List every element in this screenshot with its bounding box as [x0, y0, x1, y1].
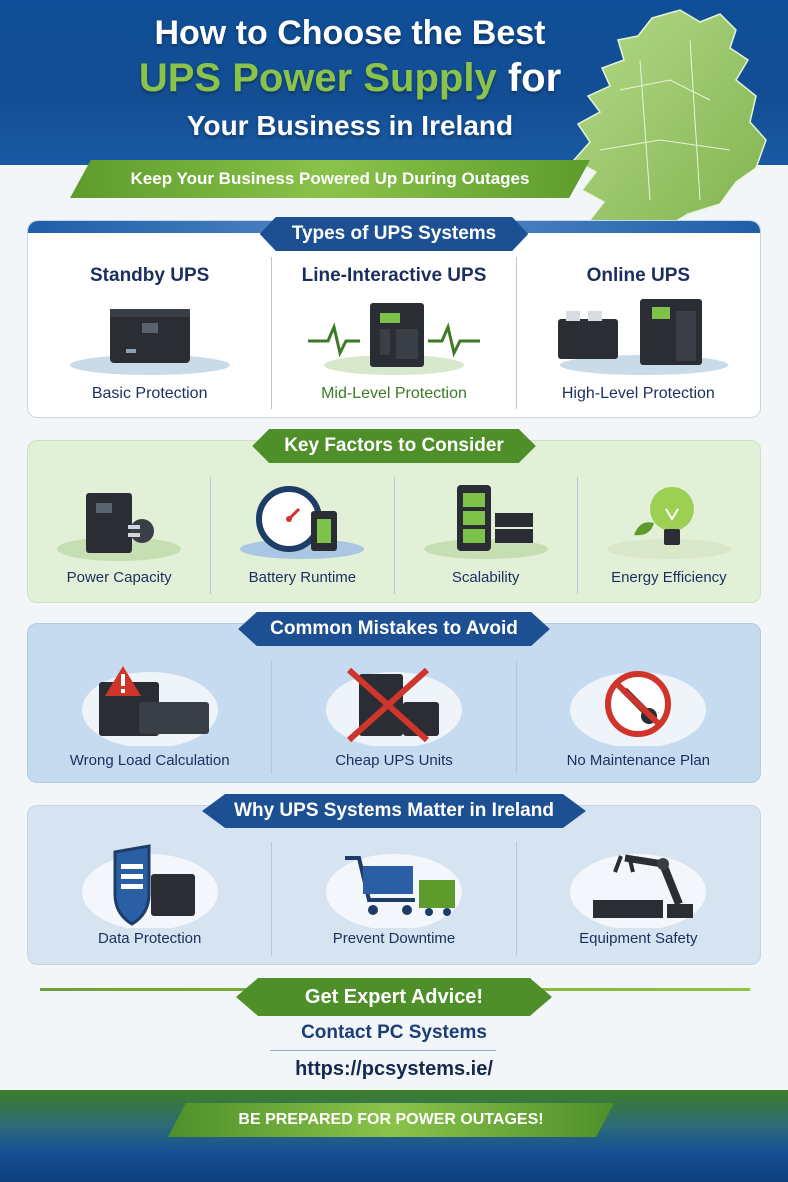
factor-energy-efficiency-caption: Energy Efficiency — [611, 569, 727, 586]
red-x-icon — [326, 667, 462, 746]
robot-arm-icon — [570, 854, 707, 928]
types-section-title: Types of UPS Systems — [259, 217, 529, 251]
title-line-3: Your Business in Ireland — [186, 110, 514, 141]
ups-rack-icon — [558, 299, 729, 375]
type-line-interactive: Line-Interactive UPS Mid-Level Protectio… — [272, 257, 517, 409]
expert-advice-banner: Get Expert Advice! — [236, 978, 552, 1016]
factor-energy-efficiency: Energy Efficiency — [578, 477, 760, 594]
factor-battery-runtime-caption: Battery Runtime — [248, 569, 357, 586]
mistakes-columns: Wrong Load Calculation Cheap UPS Units N… — [28, 660, 760, 774]
shopping-cart-icon — [326, 854, 462, 928]
type-standby-title: Standby UPS — [90, 265, 210, 286]
title-line-1: How to Choose the Best — [154, 14, 546, 52]
mistake-no-maintenance: No Maintenance Plan — [517, 660, 760, 774]
mistake-wrong-load: Wrong Load Calculation — [28, 660, 273, 774]
prepared-banner: BE PREPARED FOR POWER OUTAGES! — [168, 1103, 614, 1137]
type-online: Online UPS High-Level Protection — [517, 257, 760, 409]
mistakes-section-title: Common Mistakes to Avoid — [238, 612, 550, 646]
why-data-protection: Data Protection — [28, 842, 273, 956]
type-standby-caption: Basic Protection — [91, 385, 208, 402]
no-wrench-icon — [570, 671, 707, 746]
factor-power-capacity: Power Capacity — [28, 477, 212, 594]
contact-text: Contact PC Systems — [301, 1022, 487, 1043]
ups-unit-icon — [69, 309, 230, 375]
why-columns: Data Protection Prevent Downtime — [28, 842, 760, 956]
types-section: Types of UPS Systems Standby UPS Basic P… — [27, 217, 761, 418]
prepared-text: BE PREPARED FOR POWER OUTAGES! — [238, 1111, 544, 1128]
contact-divider — [270, 1050, 496, 1051]
why-equipment-safety: Equipment Safety — [517, 842, 760, 956]
mistakes-section: Common Mistakes to Avoid Wrong Load Calc… — [27, 612, 761, 783]
expert-advice-text: Get Expert Advice! — [304, 985, 484, 1008]
mistake-cheap-units-caption: Cheap UPS Units — [335, 752, 453, 769]
subtitle-banner: Keep Your Business Powered Up During Out… — [70, 160, 590, 198]
factors-section: Key Factors to Consider Power Capacity — [27, 429, 761, 603]
mistake-wrong-load-caption: Wrong Load Calculation — [69, 752, 230, 769]
title-line-2: UPS Power Supply for — [0, 56, 700, 101]
factor-scalability: Scalability — [395, 477, 578, 594]
mistake-cheap-units: Cheap UPS Units — [272, 660, 517, 774]
type-online-title: Online UPS — [586, 265, 691, 286]
stopwatch-icon — [240, 486, 365, 559]
waveform-icon — [307, 303, 480, 375]
type-standby: Standby UPS Basic Protection — [28, 257, 273, 409]
factor-power-capacity-caption: Power Capacity — [66, 569, 172, 586]
factor-scalability-caption: Scalability — [451, 569, 520, 586]
why-section: Why UPS Systems Matter in Ireland Data P… — [27, 794, 761, 965]
factors-columns: Power Capacity Battery Runtime — [28, 477, 760, 594]
shield-icon — [81, 844, 218, 928]
subtitle-text: Keep Your Business Powered Up During Out… — [130, 169, 530, 188]
why-section-title: Why UPS Systems Matter in Ireland — [202, 794, 586, 828]
factors-section-title: Key Factors to Consider — [252, 429, 536, 463]
factor-battery-runtime: Battery Runtime — [211, 477, 395, 594]
battery-icon — [423, 485, 548, 559]
why-prevent-downtime: Prevent Downtime — [272, 842, 517, 956]
type-line-interactive-title: Line-Interactive UPS — [301, 265, 487, 286]
type-online-caption: High-Level Protection — [561, 385, 715, 402]
mistake-no-maintenance-caption: No Maintenance Plan — [566, 752, 711, 769]
title-line-2-rest: for — [507, 56, 562, 100]
ups-plug-icon — [57, 493, 182, 561]
why-equipment-safety-caption: Equipment Safety — [579, 930, 698, 947]
warning-icon — [81, 666, 218, 746]
website-link[interactable]: https://pcsystems.ie/ — [295, 1058, 493, 1080]
why-prevent-downtime-caption: Prevent Downtime — [332, 930, 456, 947]
type-line-interactive-caption: Mid-Level Protection — [321, 385, 467, 402]
why-data-protection-caption: Data Protection — [97, 930, 202, 947]
lightbulb-icon — [606, 487, 731, 559]
types-columns: Standby UPS Basic Protection Line-Intera… — [28, 257, 760, 409]
title-highlight: UPS Power Supply — [138, 56, 497, 100]
